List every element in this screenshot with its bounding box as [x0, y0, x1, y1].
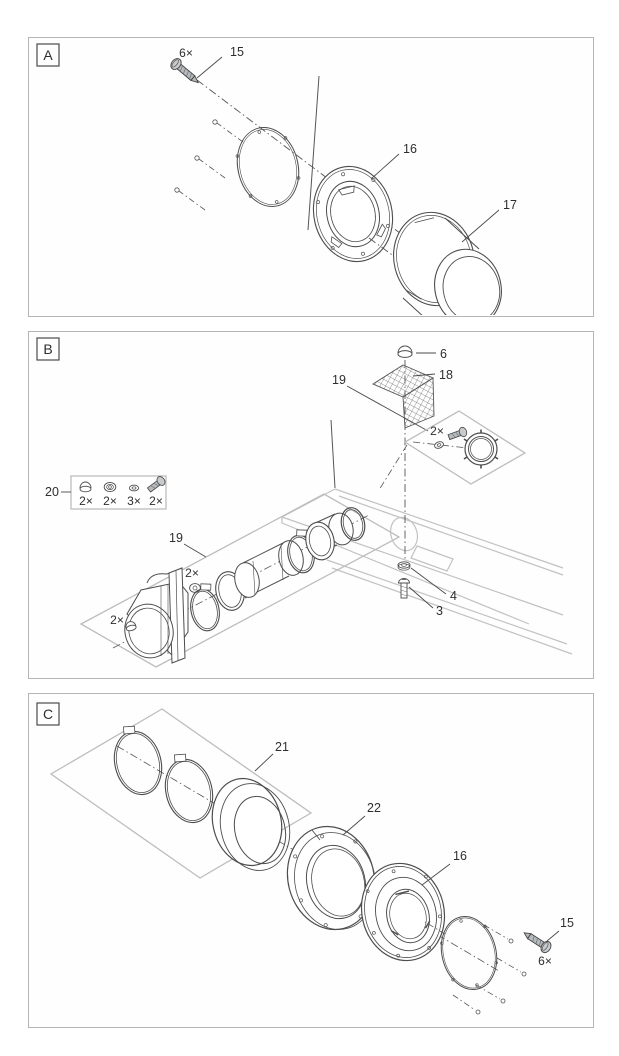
callout-6: 6 [440, 347, 447, 361]
callout-4: 4 [450, 589, 457, 603]
screw-15-qty: 6× [538, 954, 552, 968]
ring-washer [434, 441, 444, 449]
plug-qty: 2× [110, 613, 124, 627]
callout-leader-15 [546, 930, 560, 942]
kit-washer [128, 484, 140, 492]
hose-clamp-1 [113, 725, 163, 796]
panel-a-label-box: A [36, 43, 60, 67]
kit-box-20 [70, 475, 167, 510]
callout-leader-22 [342, 815, 366, 836]
callout-leader-21 [254, 753, 274, 772]
panel-c-letter: C [43, 706, 53, 722]
panel-b: B 6 [28, 331, 594, 679]
screw-15-qty: 6× [179, 46, 193, 60]
gasket-seal [235, 127, 301, 207]
rubber-sleeve [211, 777, 291, 871]
washer-4 [397, 561, 411, 571]
callout-16: 16 [453, 849, 467, 863]
callout-16: 16 [403, 142, 417, 156]
wall-line [307, 75, 320, 231]
callout-22: 22 [367, 801, 381, 815]
gasket-screw-axes [178, 122, 244, 211]
nut-qty: 2× [185, 566, 199, 580]
kit-screw [146, 476, 166, 493]
screw-15 [523, 932, 552, 954]
callout-leader-4 [410, 567, 447, 595]
mesh-18 [372, 364, 435, 429]
callout-leader-18 [412, 373, 436, 377]
hose-clamp-2 [164, 753, 214, 824]
cap-6 [397, 345, 413, 358]
tank-outline [281, 488, 573, 655]
screw-15 [170, 58, 200, 84]
ring-axis-2 [378, 444, 408, 491]
callout-3: 3 [436, 604, 443, 618]
callout-19: 19 [169, 531, 183, 545]
hose-clamp-1 [190, 583, 220, 632]
clamp-set-outline [49, 708, 313, 879]
callout-leader-19-top [346, 385, 429, 432]
flange-22 [286, 825, 376, 931]
screw-3 [398, 578, 410, 599]
kit-washer-qty: 3× [127, 494, 141, 508]
panel-b-label-box: B [36, 337, 60, 361]
toothed-ring [463, 429, 499, 469]
o-ring [340, 507, 366, 541]
housing-17 [393, 211, 502, 315]
ring-screw [447, 426, 468, 441]
callout-leader-15 [196, 56, 223, 79]
callout-21: 21 [275, 740, 289, 754]
gasket-screw-heads [174, 119, 218, 193]
ring-group-outline [403, 410, 527, 485]
callout-leader-3 [408, 586, 434, 609]
panel-c-drawing: C 21 [36, 702, 574, 1015]
nut [189, 583, 201, 593]
flange-16 [312, 165, 394, 263]
panel-a: A 6× 15 [28, 37, 594, 317]
callout-leader-19 [183, 543, 207, 558]
center-axis [196, 79, 434, 259]
callout-leader-17 [461, 209, 500, 243]
gasket-screw-axes [424, 921, 522, 1011]
elbow-outlet [124, 567, 189, 664]
kit-nut-qty: 2× [103, 494, 117, 508]
gasket-screw-heads [475, 938, 527, 1015]
kit-nut [103, 481, 117, 493]
panel-b-letter: B [43, 341, 52, 357]
ring-screw-qty: 2× [430, 424, 444, 438]
coupling [305, 512, 354, 561]
callout-leader-16 [421, 863, 451, 886]
kit-cap-qty: 2× [79, 494, 93, 508]
panel-c-label-box: C [36, 702, 60, 726]
flange-16 [360, 862, 446, 962]
callout-20: 20 [45, 485, 59, 499]
panel-a-letter: A [43, 47, 53, 63]
kit-screw-qty: 2× [149, 494, 163, 508]
callout-19-top: 19 [332, 373, 346, 387]
panel-c: C 21 [28, 693, 594, 1028]
callout-17: 17 [503, 198, 517, 212]
panel-b-drawing: B 6 [36, 337, 573, 668]
kit-cap [79, 481, 92, 493]
panel-a-drawing: A 6× 15 [36, 43, 517, 315]
wall-line [330, 419, 336, 489]
callout-leader-16 [370, 153, 400, 180]
callout-18: 18 [439, 368, 453, 382]
callout-15: 15 [560, 916, 574, 930]
assembly-outline [79, 493, 401, 668]
callout-15: 15 [230, 45, 244, 59]
plug [125, 621, 137, 632]
